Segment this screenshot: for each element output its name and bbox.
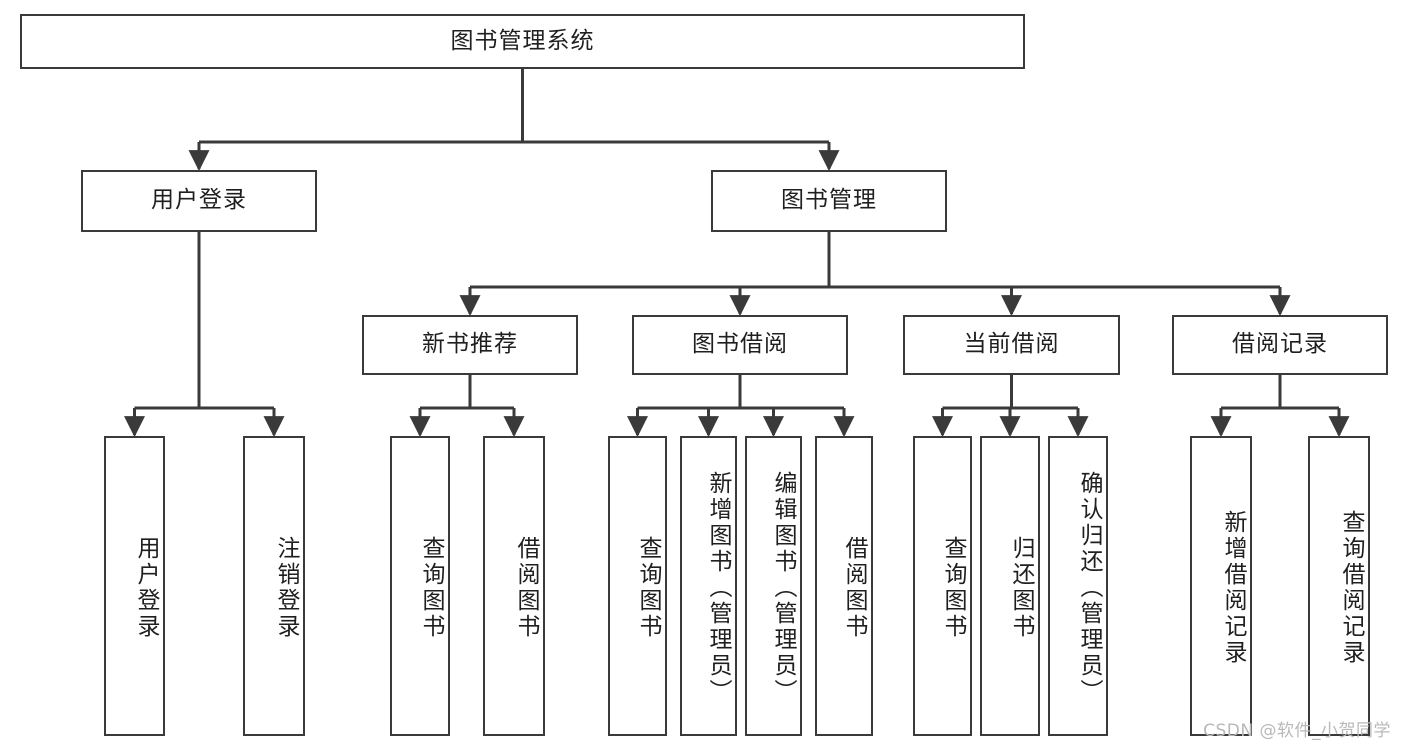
node-label: 当前借阅 [963,331,1060,358]
node-leaf-b-query: 查询图书 [608,436,667,736]
node-leaf-c-query: 查询图书 [913,436,972,736]
node-label: 图书借阅 [692,331,788,358]
node-l3-current: 当前借阅 [903,315,1120,375]
node-label: 图书管理系统 [450,27,595,54]
node-l3-record: 借阅记录 [1172,315,1388,375]
node-label: 新增图书（管理员） [705,471,731,705]
node-label: 图书管理 [781,187,877,214]
node-label: 归还图书 [1008,536,1034,640]
node-leaf-b-edit: 编辑图书（管理员） [745,436,802,736]
node-leaf-c-return: 归还图书 [980,436,1040,736]
node-leaf-new-query: 查询图书 [390,436,450,736]
node-label: 注销登录 [273,536,299,640]
node-label: 借阅图书 [513,536,539,640]
node-label: 查询图书 [418,536,444,640]
node-leaf-user-login: 用户登录 [104,436,165,736]
node-l3-borrow: 图书借阅 [632,315,848,375]
node-label: 确认归还（管理员） [1076,471,1102,705]
node-l2-book: 图书管理 [711,170,947,232]
node-leaf-b-add: 新增图书（管理员） [680,436,737,736]
node-leaf-user-logout: 注销登录 [243,436,305,736]
node-label: 借阅记录 [1232,331,1328,358]
node-label: 用户登录 [151,187,247,214]
node-label: 新书推荐 [422,331,518,358]
node-label: 查询图书 [940,536,966,640]
node-label: 用户登录 [133,536,159,640]
node-leaf-b-borrow: 借阅图书 [815,436,873,736]
node-leaf-r-add: 新增借阅记录 [1190,436,1252,736]
node-root: 图书管理系统 [20,14,1025,69]
node-l2-user: 用户登录 [81,170,317,232]
node-leaf-r-query: 查询借阅记录 [1308,436,1370,736]
node-leaf-new-borrow: 借阅图书 [483,436,545,736]
node-label: 编辑图书（管理员） [770,471,796,705]
node-l3-newbook: 新书推荐 [362,315,578,375]
node-leaf-c-confirm: 确认归还（管理员） [1048,436,1108,736]
node-label: 借阅图书 [841,536,867,640]
node-label: 新增借阅记录 [1220,510,1246,666]
node-label: 查询借阅记录 [1338,510,1364,666]
node-label: 查询图书 [635,536,661,640]
